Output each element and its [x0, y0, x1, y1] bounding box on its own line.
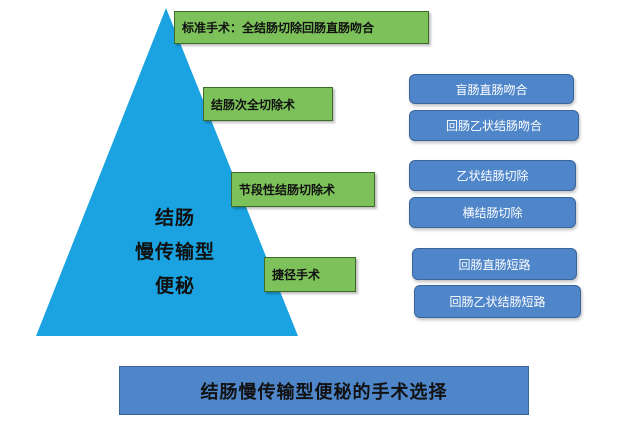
- pyramid-label-line-1: 结肠: [154, 207, 195, 229]
- procedure-bypass: 捷径手术: [264, 257, 356, 292]
- variant-transverse-resection: 横结肠切除: [409, 197, 576, 228]
- variant-ileosigmoid-anastomosis: 回肠乙状结肠吻合: [409, 110, 579, 141]
- variant-sigmoid-resection: 乙状结肠切除: [409, 160, 576, 191]
- variant-cecorectal-anastomosis: 盲肠直肠吻合: [409, 74, 574, 104]
- pyramid-label-line-2: 慢传输型: [134, 241, 215, 263]
- footer-title: 结肠慢传输型便秘的手术选择: [119, 366, 529, 415]
- pyramid-label-line-3: 便秘: [154, 275, 195, 297]
- procedure-segmental-colectomy: 节段性结肠切除术: [231, 172, 375, 207]
- variant-ileosigmoid-bypass: 回肠乙状结肠短路: [414, 285, 581, 318]
- procedure-standard: 标准手术：全结肠切除回肠直肠吻合: [174, 11, 429, 44]
- procedure-subtotal-colectomy: 结肠次全切除术: [203, 87, 333, 121]
- variant-ileorectal-bypass: 回肠直肠短路: [412, 248, 577, 280]
- pyramid-triangle: [36, 8, 298, 336]
